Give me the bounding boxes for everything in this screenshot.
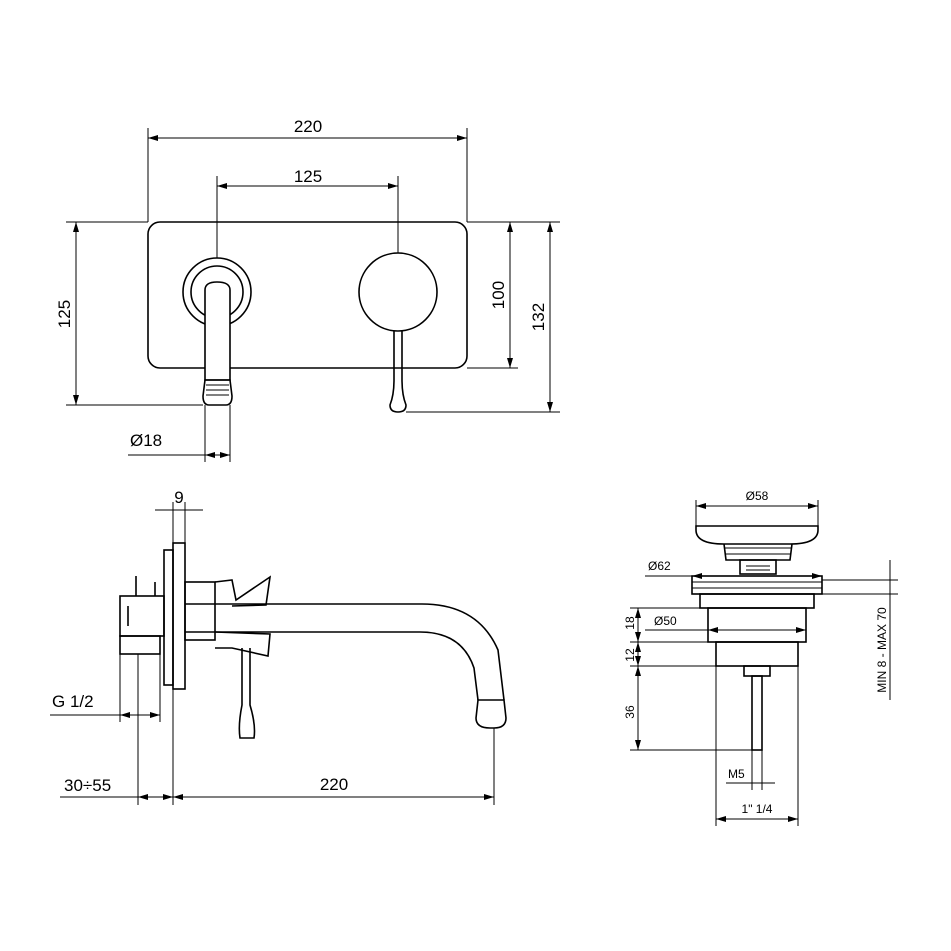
dim-height-inner: 100 [489,281,508,309]
dim-thread: 1" 1/4 [742,802,773,816]
dim-range: MIN 8 - MAX 70 [875,607,889,693]
dim-spout-projection: 220 [320,775,348,794]
dim-cap-diameter: Ø58 [746,489,769,503]
drain-threaded [715,641,799,667]
spout-body [204,281,231,381]
side-view: 9 G 1/2 30÷55 220 [50,488,507,805]
drain-screw [751,675,763,751]
drain-flange [691,575,823,595]
drain-view: Ø58 Ø62 Ø50 18 12 36 M5 1" 1/4 M [623,489,898,826]
drain-ring [699,593,815,609]
dim-height-total: 132 [529,303,548,331]
inlet-connector [119,635,161,655]
side-plate [172,542,186,690]
drain-body [707,607,807,643]
dim-flange-diameter: Ø62 [648,559,671,573]
side-lever [238,648,256,739]
dim-wall-depth: 30÷55 [64,776,111,795]
wall-plate [147,221,468,369]
dim-handle-spacing: 125 [294,167,322,186]
dim-body-diameter: Ø50 [654,614,677,628]
side-spout-aerator [475,699,507,729]
drain-screw-head [743,665,771,677]
side-handle-bottom [214,631,271,657]
handle-lever [389,331,407,413]
side-handle-top [214,575,272,607]
dim-height-plate: 125 [55,300,74,328]
dim-plate-thickness: 9 [174,488,183,507]
dim-inlet-thread: G 1/2 [52,692,94,711]
dim-spout-diameter: Ø18 [130,431,162,450]
dim-width-total: 220 [294,117,322,136]
dim-height-12: 12 [623,648,637,662]
inlet-body [119,595,165,637]
drain-cap [695,525,819,545]
dim-height-18: 18 [623,616,637,630]
side-handle-base [184,581,216,641]
handle-knob [358,252,438,332]
front-view: 220 125 125 100 132 Ø18 [55,117,560,462]
side-spout-arm [185,603,505,701]
dim-height-36: 36 [623,705,637,719]
side-plate-back [163,549,174,686]
dim-screw: M5 [728,767,745,781]
spout-aerator [202,379,233,406]
